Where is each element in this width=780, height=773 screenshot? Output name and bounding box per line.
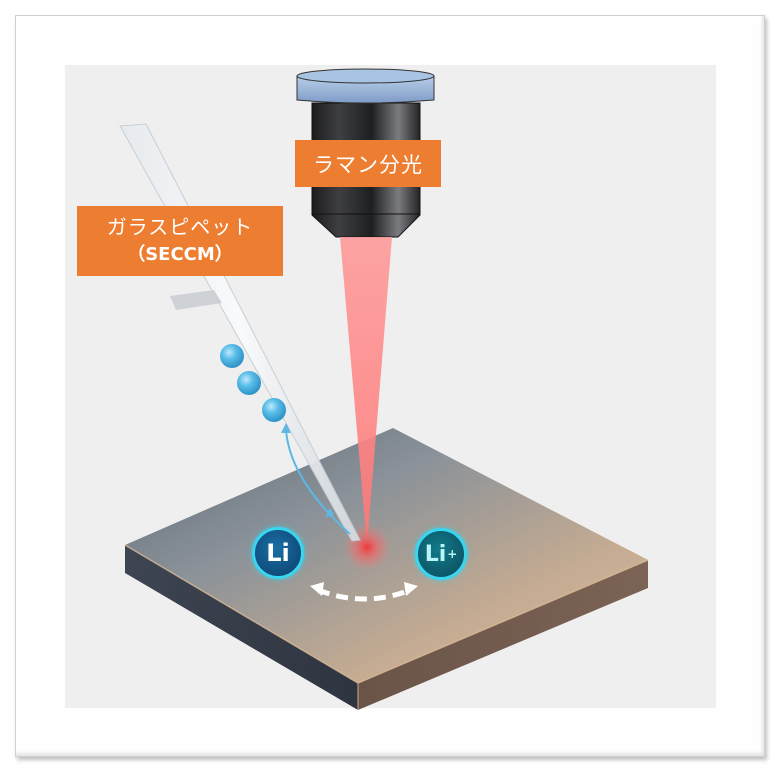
lithium-ion-charge: + <box>447 547 458 561</box>
pipette-label-line1: ガラスピペット <box>106 215 254 239</box>
lithium-ion-symbol: Li <box>424 541 447 567</box>
sample-plate <box>124 428 649 710</box>
lithium-symbol: Li <box>266 539 290 567</box>
lithium-ion-icon: Li+ <box>415 528 467 580</box>
lithium-atom-icon: Li <box>252 527 304 579</box>
droplet <box>220 344 244 368</box>
glass-pipette-label: ガラスピペット （SECCM） <box>77 206 283 276</box>
raman-label-text: ラマン分光 <box>313 152 423 177</box>
raman-spectroscopy-label: ラマン分光 <box>295 140 441 187</box>
droplet <box>262 398 286 422</box>
pipette-label-line2: （SECCM） <box>127 244 233 265</box>
exchange-arrow <box>310 582 418 602</box>
droplet <box>237 371 261 395</box>
